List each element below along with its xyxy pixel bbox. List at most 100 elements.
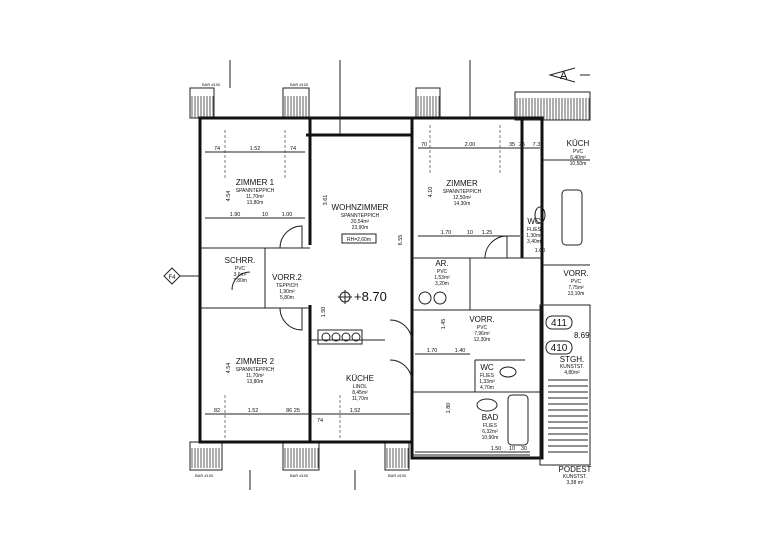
room-floor: KUNSTST. <box>563 474 587 480</box>
dim: 1.25 <box>482 230 493 236</box>
room-floor: PVC <box>437 269 448 275</box>
dim: 6.55 <box>398 235 404 246</box>
toilet-icon <box>499 366 517 378</box>
bathtub <box>507 394 529 446</box>
dim: 82 <box>214 408 220 414</box>
room-name: WOHNZIMMER <box>332 203 389 212</box>
room-perimeter: 5,80m <box>280 295 294 301</box>
room-area: 1,53m² <box>434 275 450 281</box>
room-floor: FLIES <box>480 373 495 379</box>
room-perimeter: 23,90m <box>352 225 369 231</box>
room-perimeter: 10,50m <box>570 161 587 167</box>
room-name: VORR. <box>469 315 494 324</box>
room-name: VORR. <box>563 269 588 278</box>
room-name: KÜCHE <box>346 374 374 383</box>
dim: 1.80 <box>446 403 452 414</box>
room-wc-top: WC FLIES 1,30m² 3,40m <box>526 217 542 245</box>
room-kueche-right: KÜCH PVC 6,40m² 10,50m <box>567 139 590 167</box>
room-floor: PVC <box>573 149 584 155</box>
room-area: 20,54m² <box>351 219 370 225</box>
elevation-label: +8.70 <box>354 289 387 304</box>
room-area: 1,33m² <box>479 379 495 385</box>
room-area: 11,70m² <box>246 194 264 200</box>
room-perimeter: 13,80m <box>247 379 264 385</box>
room-name: WC <box>480 363 494 372</box>
room-area: 11,70m² <box>246 373 264 379</box>
unit-number: 411 <box>551 318 567 329</box>
room-floor: LINOL <box>353 384 368 390</box>
dim: 10 <box>509 446 515 452</box>
balconies <box>189 87 591 471</box>
room-area: 3,38 m² <box>567 480 584 486</box>
room-area: 1,90m² <box>279 289 295 295</box>
dim: 1.52 <box>250 146 261 152</box>
room-schrr: SCHRR. PVC 3,6m² 7,80m <box>225 256 256 284</box>
room-perimeter: 11,70m <box>352 396 368 402</box>
room-perimeter: 3,40m <box>527 239 541 245</box>
dim: 1.00 <box>282 212 293 218</box>
room-area: 6,40m² <box>570 155 586 161</box>
dim: 3.61 <box>323 195 329 206</box>
dim: 2.00 <box>465 142 476 148</box>
room-vorr2: VORR.2 TEPPICH 1,90m² 5,80m <box>272 273 302 301</box>
dimension-lines <box>205 60 540 490</box>
room-floor: SPANNTEPPICH <box>443 189 482 195</box>
room-vorr: VORR. PVC 7,96m² 12,30m <box>469 315 494 343</box>
washer-icon <box>418 291 432 305</box>
unit-411-marker: 411 8.69 410 <box>545 315 590 355</box>
room-perimeter: 10,90m <box>482 435 499 441</box>
room-zimmer: ZIMMER SPANNTEPPICH 12,50m² 14,30m <box>443 179 482 207</box>
dim: 74 <box>317 418 323 424</box>
room-area: 7,96m² <box>474 331 490 337</box>
room-area: 8,45m² <box>352 390 368 396</box>
room-floor: FLIES <box>483 423 498 429</box>
dim: 10 <box>467 230 473 236</box>
room-wc: WC FLIES 1,33m² 4,70m <box>479 363 495 391</box>
room-ar: AR. PVC 1,53m² 3,20m <box>434 259 450 287</box>
room-perimeter: 7,80m <box>233 278 247 284</box>
room-floor: PVC <box>571 279 582 285</box>
room-vorr-right-top: VORR. PVC 7,75m² 13,10m <box>563 269 588 297</box>
room-area: 4,80m² <box>564 370 580 376</box>
balcony-label: BAR #100 <box>388 473 407 478</box>
room-area: 12,50m² <box>453 195 472 201</box>
room-height: RH=2,60m <box>347 237 371 243</box>
room-bad: BAD FLIES 6,32m² 10,90m <box>482 413 499 441</box>
room-perimeter: 13,80m <box>247 200 264 206</box>
doors <box>231 225 508 383</box>
section-label: A <box>560 70 568 82</box>
dim: 1.90 <box>230 212 241 218</box>
room-area: 1,30m² <box>526 233 542 239</box>
room-floor: SPANNTEPPICH <box>236 188 275 194</box>
room-name: KÜCH <box>567 139 590 148</box>
room-floor: PVC <box>477 325 488 331</box>
dim: 1.52 <box>350 408 361 414</box>
room-floor: PVC <box>235 266 246 272</box>
room-name: VORR.2 <box>272 273 302 282</box>
room-area: 3,6m² <box>234 272 247 278</box>
bathtub-top <box>561 189 583 246</box>
dim: 7.32 <box>533 142 544 148</box>
unit-number: 410 <box>551 343 568 354</box>
stove <box>317 329 363 345</box>
dim: 1.45 <box>441 319 447 330</box>
elevation-marker: +8.70 <box>338 289 387 304</box>
side-marker: F4 <box>163 267 200 285</box>
room-floor: SPANNTEPPICH <box>341 213 380 219</box>
dim: 1.50 <box>321 307 327 318</box>
dim: 74 <box>290 146 296 152</box>
room-zimmer2: ZIMMER 2 SPANNTEPPICH 11,70m² 13,80m <box>236 357 275 385</box>
balcony-bottom <box>189 441 410 471</box>
room-podest: PODEST KUNSTST. 3,38 m² <box>559 465 592 486</box>
dim: 70 <box>421 142 427 148</box>
room-floor: TEPPICH <box>276 283 298 289</box>
room-area: 6,32m² <box>482 429 498 435</box>
room-name: BAD <box>482 413 499 422</box>
room-floor: KUNSTST. <box>560 364 584 370</box>
balcony-label: BAR #100 <box>290 82 309 87</box>
room-kueche-left: KÜCHE LINOL 8,45m² 11,70m <box>346 374 374 402</box>
room-name: SCHRR. <box>225 256 256 265</box>
room-name: STGH. <box>560 355 584 364</box>
dim: 1.40 <box>455 348 466 354</box>
